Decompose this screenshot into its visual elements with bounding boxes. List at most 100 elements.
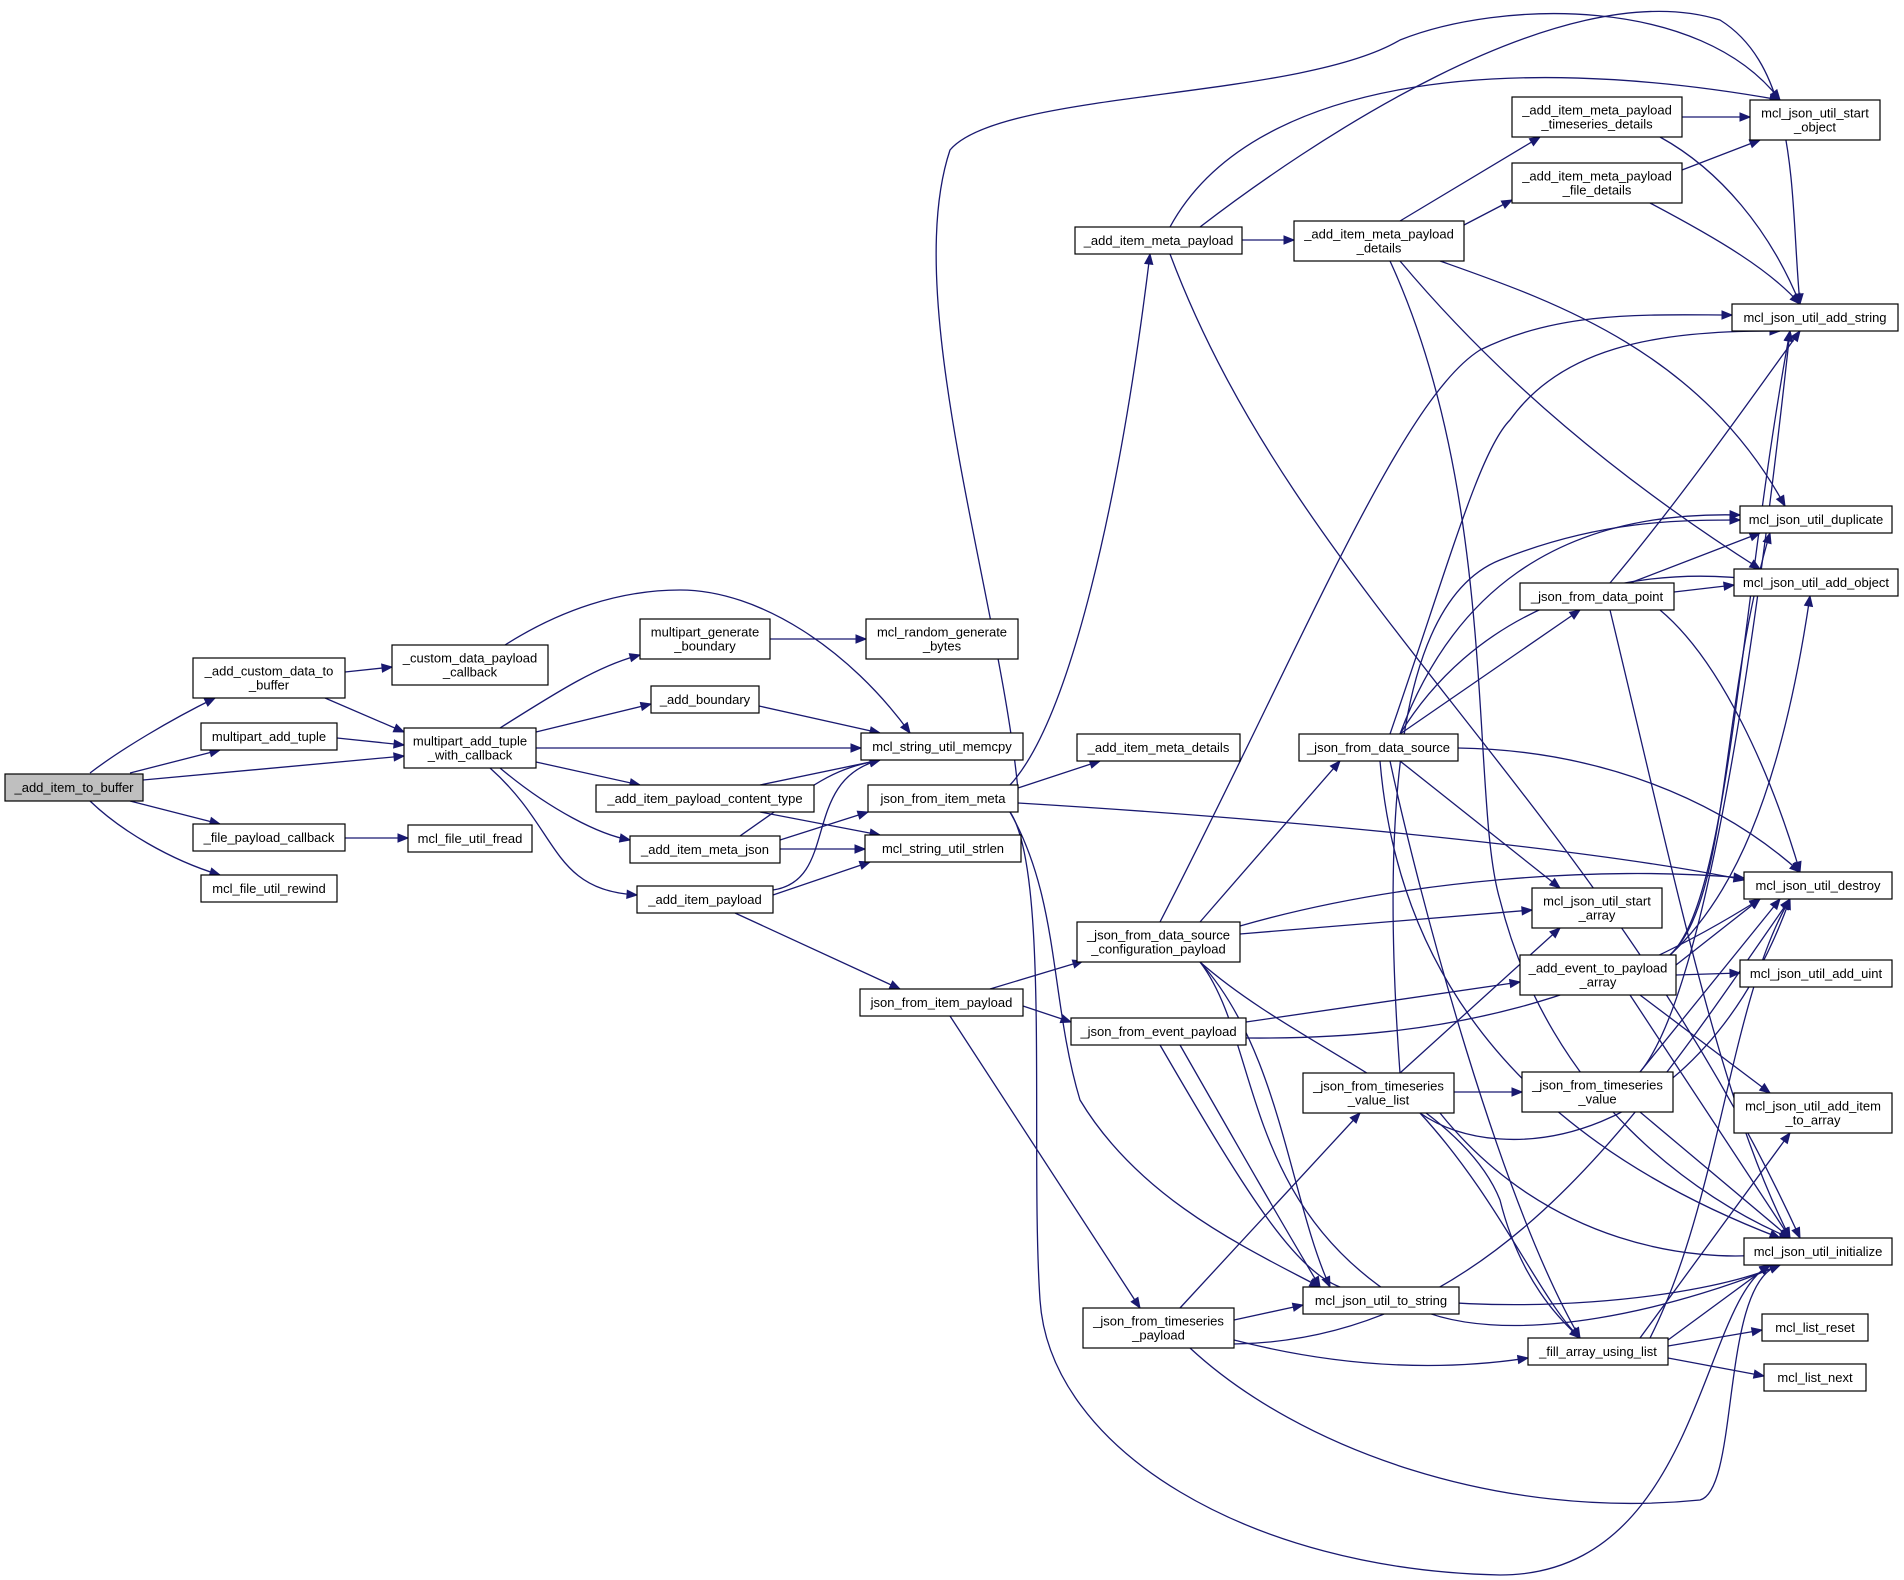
arrowhead xyxy=(1789,293,1801,305)
node-label: multipart_generate xyxy=(651,625,759,640)
node-add-custom-data-to-buffer[interactable]: _add_custom_data_to_buffer xyxy=(192,657,346,699)
node-label: _add_item_payload xyxy=(647,892,761,907)
node-fill-array-using-list[interactable]: _fill_array_using_list xyxy=(1527,1337,1669,1366)
node-json-from-timeseries-payload[interactable]: _json_from_timeseries_payload xyxy=(1082,1307,1235,1349)
node-json-from-event-payload[interactable]: _json_from_event_payload xyxy=(1070,1017,1247,1046)
node-box xyxy=(629,835,781,864)
node-file-payload-callback[interactable]: _file_payload_callback xyxy=(192,823,346,852)
edge-json-from-data-point-to-mcl-json-util-add-string xyxy=(1609,330,1801,584)
node-mcl-json-util-to-string[interactable]: mcl_json_util_to_string xyxy=(1302,1286,1460,1315)
node-mcl-string-util-memcpy[interactable]: mcl_string_util_memcpy xyxy=(860,732,1024,761)
node-label: mcl_string_util_strlen xyxy=(882,841,1004,856)
node-json-from-timeseries-value-list[interactable]: _json_from_timeseries_value_list xyxy=(1302,1072,1455,1114)
edge-json-from-item-meta-to-add-item-meta-details xyxy=(1017,760,1101,789)
node-box xyxy=(639,618,771,660)
edge-json-from-item-meta-to-mcl-json-util-to-string xyxy=(1009,811,1321,1288)
arrowhead xyxy=(393,739,406,749)
node-add-item-meta-json[interactable]: _add_item_meta_json xyxy=(629,835,781,864)
node-box xyxy=(1739,505,1893,534)
node-multipart-generate-boundary[interactable]: multipart_generate_boundary xyxy=(639,618,771,660)
arrowhead xyxy=(1769,897,1781,911)
node-box xyxy=(1733,1092,1893,1134)
arrowhead xyxy=(1528,136,1542,147)
edge-multipart-add-tuple-with-callback-to-add-boundary xyxy=(535,703,652,733)
node-label: _add_item_meta_payload xyxy=(1303,227,1454,242)
node-label: _add_item_to_buffer xyxy=(13,780,134,795)
edge-json-from-data-source-configuration-payload-to-json-from-data-source xyxy=(1199,760,1341,923)
arrowhead xyxy=(888,980,902,990)
node-add-item-meta-payload-timeseries-details[interactable]: _add_item_meta_payload_timeseries_detail… xyxy=(1511,96,1683,138)
node-mcl-json-util-add-uint[interactable]: mcl_json_util_add_uint xyxy=(1739,959,1893,988)
node-mcl-json-util-add-object[interactable]: mcl_json_util_add_object xyxy=(1733,568,1899,597)
edge-add-item-to-buffer-to-multipart-add-tuple xyxy=(129,749,221,774)
node-json-from-item-meta[interactable]: json_from_item_meta xyxy=(867,784,1019,813)
edge-json-from-data-source-configuration-payload-to-fill-array-using-list xyxy=(1199,961,1581,1339)
node-label: _payload xyxy=(1131,1328,1185,1343)
node-label: mcl_json_util_destroy xyxy=(1755,878,1881,893)
arrowhead xyxy=(381,663,394,673)
node-box xyxy=(1761,1313,1869,1342)
edge-json-from-item-meta-to-add-item-meta-payload xyxy=(1009,253,1151,786)
arrowhead xyxy=(1733,872,1746,882)
edge-add-event-to-payload-array-to-mcl-json-util-initialize xyxy=(1629,994,1791,1239)
node-add-item-to-buffer[interactable]: _add_item_to_buffer xyxy=(4,773,144,802)
node-json-from-data-source-configuration-payload[interactable]: _json_from_data_source_configuration_pay… xyxy=(1076,921,1241,963)
node-mcl-json-util-start-array[interactable]: mcl_json_util_start_array xyxy=(1531,887,1663,929)
arrowhead xyxy=(855,634,868,644)
node-label: mcl_json_util_add_object xyxy=(1743,575,1889,590)
edge-add-item-to-buffer-to-add-custom-data-to-buffer xyxy=(89,697,216,774)
edge-add-item-payload-to-mcl-string-util-memcpy xyxy=(772,759,881,891)
node-json-from-item-payload[interactable]: json_from_item_payload xyxy=(859,988,1024,1017)
node-box xyxy=(1074,226,1243,255)
node-mcl-string-util-strlen[interactable]: mcl_string_util_strlen xyxy=(864,834,1022,863)
node-add-item-payload[interactable]: _add_item_payload xyxy=(636,885,774,914)
node-label: _json_from_data_point xyxy=(1530,589,1664,604)
node-add-item-meta-details[interactable]: _add_item_meta_details xyxy=(1076,733,1241,762)
edge-json-from-timeseries-value-to-mcl-json-util-add-string xyxy=(1639,330,1791,1073)
node-multipart-add-tuple-with-callback[interactable]: multipart_add_tuple_with_callback xyxy=(403,727,537,769)
node-json-from-data-source[interactable]: _json_from_data_source xyxy=(1298,733,1459,762)
node-mcl-json-util-initialize[interactable]: mcl_json_util_initialize xyxy=(1743,1237,1893,1266)
node-label: _add_custom_data_to xyxy=(204,664,334,679)
arrowhead xyxy=(1516,1354,1530,1365)
node-box xyxy=(1743,871,1893,900)
node-mcl-random-generate-bytes[interactable]: mcl_random_generate_bytes xyxy=(865,618,1019,660)
node-json-from-data-point[interactable]: _json_from_data_point xyxy=(1519,582,1675,611)
node-add-item-meta-payload-details[interactable]: _add_item_meta_payload_details xyxy=(1293,220,1465,262)
node-add-item-meta-payload[interactable]: _add_item_meta_payload xyxy=(1074,226,1243,255)
node-json-from-timeseries-value[interactable]: _json_from_timeseries_value xyxy=(1521,1071,1674,1113)
arrowhead xyxy=(1779,1131,1791,1145)
node-mcl-list-next[interactable]: mcl_list_next xyxy=(1763,1363,1867,1392)
node-add-item-meta-payload-file-details[interactable]: _add_item_meta_payload_file_details xyxy=(1511,162,1683,204)
node-mcl-list-reset[interactable]: mcl_list_reset xyxy=(1761,1313,1869,1342)
node-custom-data-payload-callback[interactable]: _custom_data_payload_callback xyxy=(391,644,549,686)
edge-json-from-event-payload-to-mcl-json-util-to-string xyxy=(1179,1044,1321,1288)
edge-multipart-add-tuple-with-callback-to-multipart-generate-boundary xyxy=(499,654,641,729)
node-mcl-file-util-fread[interactable]: mcl_file_util_fread xyxy=(407,824,533,853)
edge-add-item-meta-payload-details-to-mcl-json-util-add-object xyxy=(1399,260,1761,570)
arrowhead xyxy=(1500,199,1514,210)
node-label: _with_callback xyxy=(427,748,513,763)
node-multipart-add-tuple[interactable]: multipart_add_tuple xyxy=(200,722,338,751)
node-label: _file_payload_callback xyxy=(203,830,335,845)
node-label: mcl_json_util_add_item xyxy=(1745,1099,1881,1114)
node-mcl-json-util-add-string[interactable]: mcl_json_util_add_string xyxy=(1731,303,1899,332)
node-add-event-to-payload-array[interactable]: _add_event_to_payload_array xyxy=(1519,954,1677,996)
edge-json-from-data-source-to-mcl-json-util-start-array xyxy=(1399,760,1561,889)
node-label: mcl_json_util_start xyxy=(1543,894,1651,909)
node-box xyxy=(1527,1337,1669,1366)
edge-json-from-timeseries-payload-to-fill-array-using-list xyxy=(1233,1339,1529,1367)
node-add-boundary[interactable]: _add_boundary xyxy=(650,685,760,714)
node-label: mcl_list_reset xyxy=(1775,1320,1855,1335)
arrowhead xyxy=(1790,329,1801,343)
node-mcl-json-util-destroy[interactable]: mcl_json_util_destroy xyxy=(1743,871,1893,900)
node-label: mcl_string_util_memcpy xyxy=(872,739,1012,754)
edge-add-event-to-payload-array-to-mcl-json-util-destroy xyxy=(1675,898,1761,966)
node-mcl-json-util-duplicate[interactable]: mcl_json_util_duplicate xyxy=(1739,505,1893,534)
node-add-item-payload-content-type[interactable]: _add_item_payload_content_type xyxy=(595,784,815,813)
arrowhead xyxy=(854,844,867,854)
node-mcl-json-util-add-item-to-array[interactable]: mcl_json_util_add_item_to_array xyxy=(1733,1092,1893,1134)
node-mcl-file-util-rewind[interactable]: mcl_file_util_rewind xyxy=(200,874,338,903)
node-mcl-json-util-start-object[interactable]: mcl_json_util_start_object xyxy=(1749,99,1881,141)
